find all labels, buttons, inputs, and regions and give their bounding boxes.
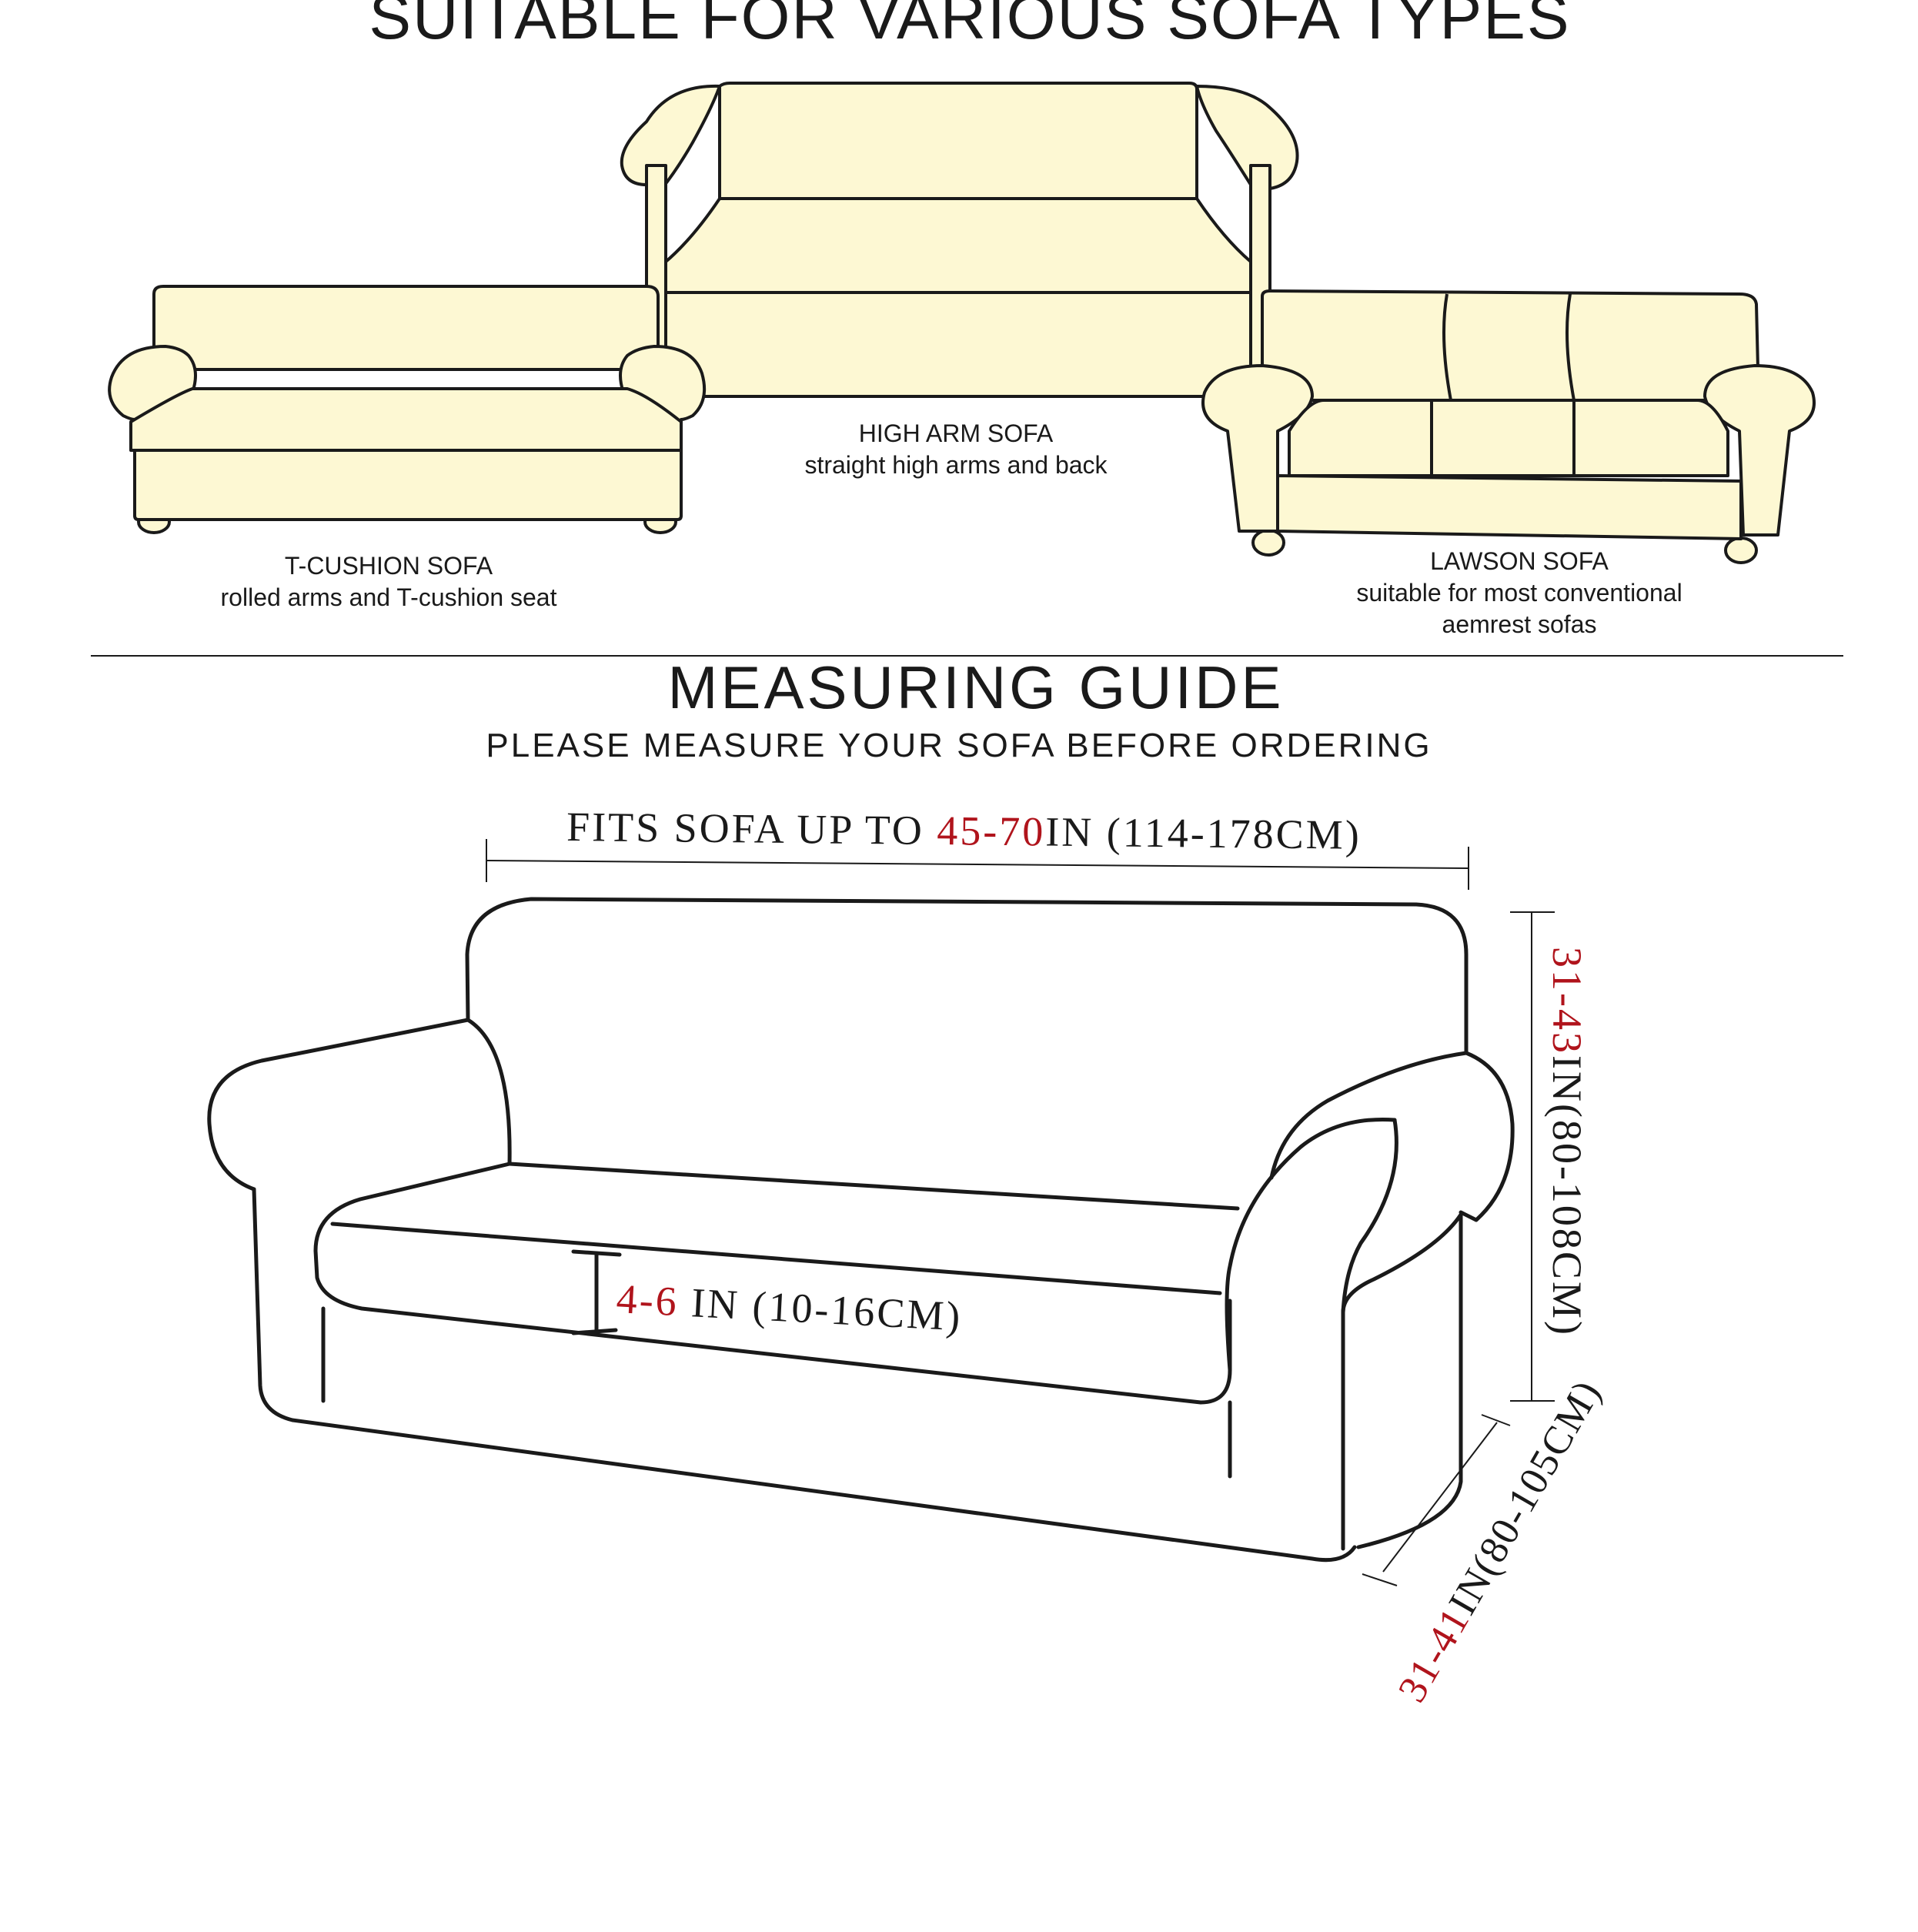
high-arm-sofa-name: HIGH ARM SOFA [859, 419, 1054, 447]
lawson-sofa-illustration [1201, 289, 1816, 564]
measuring-sofa-outline [207, 897, 1515, 1563]
width-label-range: 45-70 [937, 807, 1046, 854]
height-label-range: 31-43 [1544, 947, 1590, 1055]
width-label-prefix: FITS SOFA UP TO [566, 804, 937, 854]
section-title-sofa-types: SUITABLE FOR VARIOUS SOFA TYPES [369, 0, 1570, 52]
high-arm-sofa-illustration [620, 82, 1299, 398]
width-label-suffix: IN (114-178CM) [1045, 809, 1362, 858]
t-cushion-sofa-description: rolled arms and T-cushion seat [221, 583, 557, 611]
width-measurement-label: FITS SOFA UP TO 45-70IN (114-178CM) [566, 804, 1362, 858]
lawson-sofa-description-line-1: suitable for most conventional [1356, 579, 1682, 607]
t-cushion-sofa-illustration [108, 285, 706, 534]
height-dimension-line [1510, 911, 1555, 1402]
measuring-guide-subtitle: PLEASE MEASURE YOUR SOFA BEFORE ORDERING [486, 727, 1432, 764]
height-measurement-label: 31-43IN(80-108CM) [1544, 947, 1590, 1337]
t-cushion-sofa-name: T-CUSHION SOFA [285, 552, 493, 580]
width-dimension-line [486, 839, 1469, 890]
measuring-guide-title: MEASURING GUIDE [667, 653, 1284, 721]
cushion-label-range: 4-6 [615, 1275, 680, 1325]
depth-dimension-line [1362, 1414, 1511, 1586]
high-arm-sofa-description: straight high arms and back [804, 451, 1108, 479]
lawson-sofa-name: LAWSON SOFA [1430, 547, 1609, 575]
lawson-sofa-description-line-2: aemrest sofas [1442, 610, 1597, 638]
height-label-suffix: IN(80-108CM) [1544, 1055, 1590, 1337]
